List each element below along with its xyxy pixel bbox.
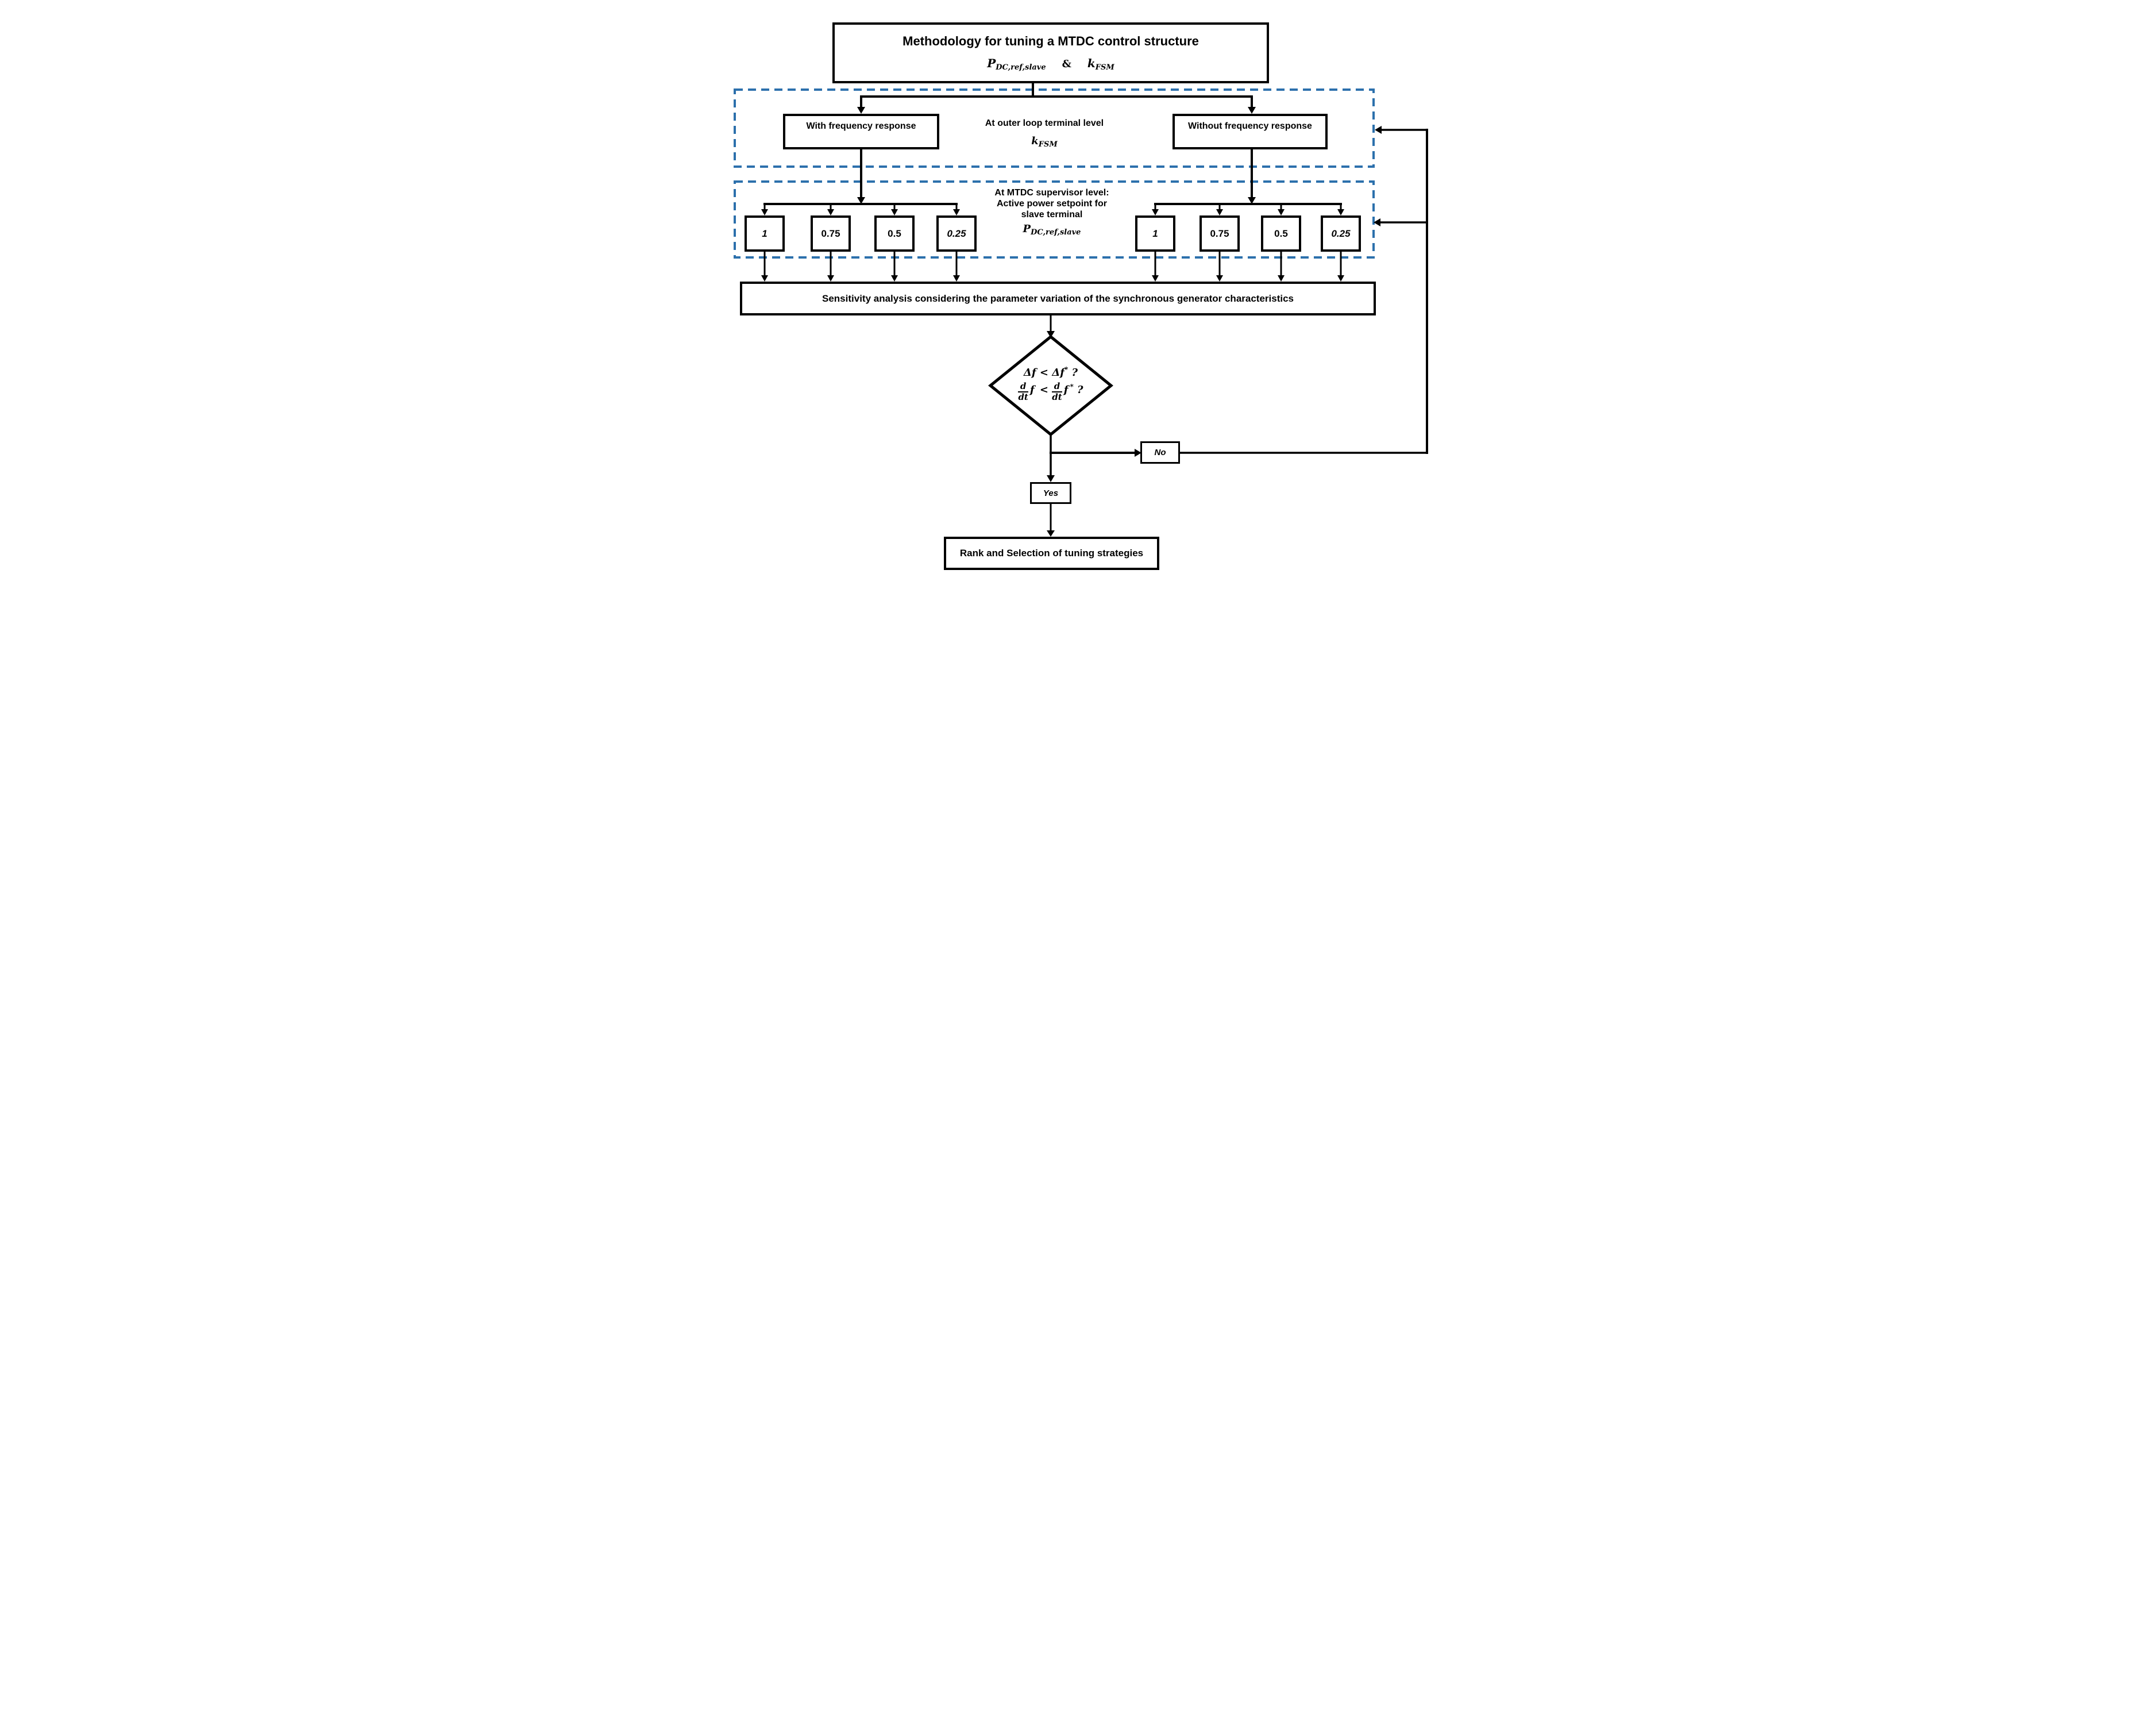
f-symbol-ref: f [1063,384,1069,396]
yes-box: Yes [1030,482,1071,504]
less-than: < [1039,367,1048,379]
setpoint-box-left-025: 0.25 [936,215,977,252]
ampersand: & [1062,58,1071,70]
question-mark: ? [1077,384,1083,396]
supervisor-caption-line3: slave terminal [1021,210,1083,220]
kfsm-formula: kFSM [958,136,1131,150]
decision-diamond [988,334,1113,437]
k-symbol: k [1087,56,1096,70]
with-frequency-response-box: With frequency response [783,114,939,149]
less-than: < [1039,384,1048,396]
p-subscript: DC,ref,slave [996,63,1046,72]
flow-lines [763,82,1428,532]
p-symbol: P [1023,223,1031,235]
outer-loop-caption-text: At outer loop terminal level [985,118,1104,128]
no-box: No [1140,441,1180,464]
star: * [1070,383,1074,391]
sensitivity-analysis-label: Sensitivity analysis considering the par… [822,292,1294,304]
setpoint-box-right-075: 0.75 [1200,215,1240,252]
without-frequency-response-box: Without frequency response [1173,114,1328,149]
p-symbol: P [987,56,996,70]
sensitivity-analysis-box: Sensitivity analysis considering the par… [740,282,1376,315]
decision-line-1: Δf < Δf* ? [988,365,1114,379]
page-title: Methodology for tuning a MTDC control st… [902,34,1199,48]
without-frequency-response-label: Without frequency response [1188,121,1312,131]
rank-selection-label: Rank and Selection of tuning strategies [959,548,1144,559]
rank-selection-box: Rank and Selection of tuning strategies [944,537,1159,570]
delta-f: Δf [1023,367,1036,379]
title-box: Methodology for tuning a MTDC control st… [832,22,1269,83]
k-subscript: FSM [1038,140,1058,149]
setpoint-box-left-075: 0.75 [811,215,851,252]
outer-loop-caption: At outer loop terminal level kFSM [958,118,1131,150]
outer-loop-dashed-region [734,88,1375,168]
p-subscript: DC,ref,slave [1031,228,1081,237]
question-mark: ? [1071,367,1078,379]
f-symbol: f [1029,384,1035,396]
setpoint-box-left-05: 0.5 [874,215,915,252]
flow-arrowheads [761,107,1382,537]
connector-layer [734,82,1428,537]
k-symbol: k [1031,135,1039,147]
no-label: No [1154,448,1166,457]
delta-f-ref: Δf [1052,367,1064,379]
setpoint-box-right-1: 1 [1135,215,1175,252]
setpoint-box-right-025: 0.25 [1321,215,1361,252]
supervisor-dashed-region [734,180,1375,259]
with-frequency-response-label: With frequency response [806,121,916,131]
supervisor-caption-line1: At MTDC supervisor level: [994,188,1109,198]
supervisor-caption: At MTDC supervisor level: Active power s… [971,187,1132,238]
title-formula: PDC,ref,slave & kFSM [987,56,1114,72]
supervisor-caption-line2: Active power setpoint for [996,199,1108,209]
setpoint-box-right-05: 0.5 [1261,215,1301,252]
flowchart-canvas: Methodology for tuning a MTDC control st… [719,5,1437,578]
pdc-formula: PDC,ref,slave [971,224,1132,238]
yes-label: Yes [1043,488,1059,498]
star: * [1064,365,1069,374]
setpoint-box-left-1: 1 [745,215,785,252]
k-subscript: FSM [1095,63,1114,72]
